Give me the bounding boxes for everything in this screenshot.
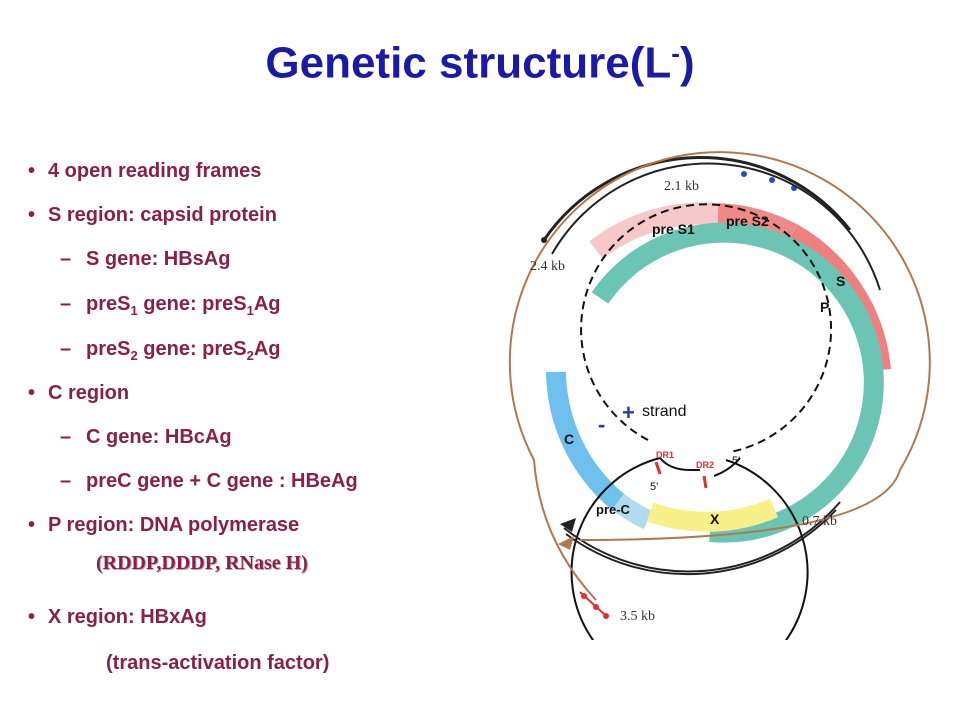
brown-arrowhead [558, 536, 574, 550]
arrowhead [560, 518, 576, 532]
label-2-1kb: 2.1 kb [664, 179, 699, 194]
list-item: •P region: DNA polymerase [28, 514, 300, 536]
pres2-segment [717, 203, 798, 244]
dr1-mark [654, 461, 662, 475]
blue-dot [741, 171, 747, 177]
transcript-2-1kb [542, 155, 852, 241]
trans-activation-note: (trans-activation factor) [106, 652, 330, 674]
strand-tail [713, 457, 741, 477]
label-minus: - [598, 412, 605, 437]
x-segment [646, 498, 778, 532]
red-dot [593, 604, 599, 610]
red-dot [581, 593, 587, 599]
page-title: Genetic structure(L-) [265, 38, 695, 88]
plus-strand [580, 203, 833, 453]
label-3-5kb: 3.5 kb [620, 609, 655, 624]
label-plus: + [622, 400, 635, 425]
label-p: P [820, 299, 829, 315]
label-5prime-2: 5' [650, 481, 658, 493]
strand-tail [659, 457, 700, 471]
list-item: •X region: HBxAg [28, 606, 207, 628]
p-segment [591, 222, 884, 543]
transcript-2-4kb [551, 162, 881, 291]
label-pres1: pre S1 [652, 221, 695, 237]
minus-strand [570, 457, 809, 640]
label-5prime-1: 5' [732, 455, 740, 467]
label-strand: strand [642, 403, 686, 420]
list-item: •C region [28, 382, 130, 404]
pres1-segment [589, 202, 719, 259]
label-s: S [836, 273, 845, 289]
list-item: –preC gene + C gene : HBeAg [60, 470, 358, 492]
label-dr1: DR1 [656, 450, 674, 460]
label-pres2: pre S2 [726, 213, 769, 229]
label-dr2: DR2 [696, 460, 714, 470]
list-item: –preS2 gene: preS2Ag [60, 338, 281, 363]
list-item: –C gene: HBcAg [60, 426, 232, 448]
rnase-note: (RDDP,DDDP, RNase H) [96, 552, 308, 574]
transcript-dot [541, 237, 547, 243]
list-item: •4 open reading frames [28, 160, 262, 182]
label-prec: pre-C [596, 502, 631, 517]
hbv-genome-diagram: 2.1 kb 2.4 kb 0.7 kb 3.5 kb pre S1 pre S… [508, 151, 931, 640]
dr2-mark [702, 475, 708, 489]
label-0-7kb: 0.7 kb [802, 514, 837, 529]
list-item: •S region: capsid protein [28, 204, 277, 226]
list-item: –preS1 gene: preS1Ag [60, 293, 281, 318]
label-c: C [564, 431, 574, 447]
transcript-3-5kb [508, 151, 931, 601]
transcript-0-7kb-2 [565, 509, 837, 576]
transcript-0-7kb [563, 501, 841, 573]
list-item: –S gene: HBsAg [60, 248, 231, 270]
label-2-4kb: 2.4 kb [530, 259, 565, 274]
label-x: X [710, 511, 720, 527]
red-dot [603, 613, 609, 619]
blue-dot [769, 177, 775, 183]
